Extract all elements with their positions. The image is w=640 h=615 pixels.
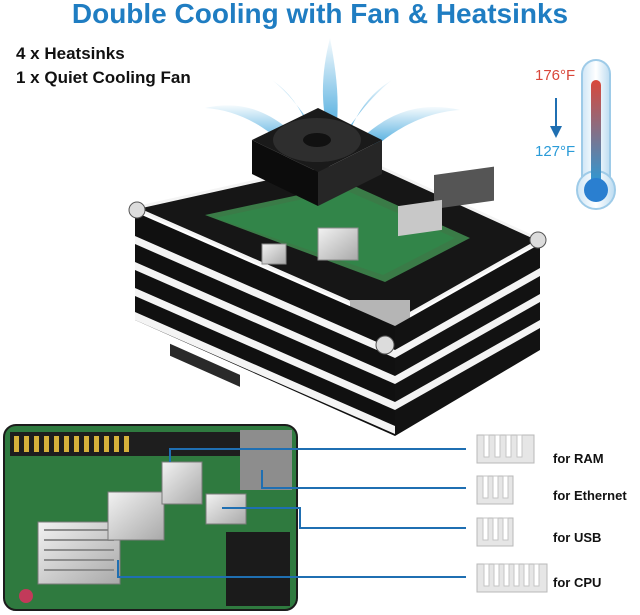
heatsink-usb-icon — [476, 517, 514, 547]
heatsink-ram-icon — [476, 434, 535, 464]
thermometer-icon — [576, 59, 616, 210]
heatsink-label-cpu: for CPU — [553, 575, 602, 590]
heatsink-label-ethernet: for Ethernet — [553, 488, 627, 503]
page-title: Double Cooling with Fan & Heatsinks — [71, 0, 569, 29]
cooling-arrow-icon — [550, 98, 562, 138]
fan-icon — [252, 108, 382, 206]
spec-heatsinks: 4 x Heatsinks — [16, 44, 125, 63]
heatsink-label-ram: for RAM — [553, 451, 604, 466]
heatsink-ethernet-icon — [476, 475, 514, 505]
temperature-low-label: 127°F — [535, 143, 576, 160]
heatsink-label-usb: for USB — [553, 530, 602, 545]
board-closeup-photo — [3, 424, 298, 611]
heatsink-cpu-icon — [476, 563, 548, 593]
case-icon — [128, 156, 547, 436]
spec-fan: 1 x Quiet Cooling Fan — [16, 68, 191, 87]
temperature-high-label: 176°F — [535, 67, 576, 84]
callout-lines — [117, 448, 466, 578]
